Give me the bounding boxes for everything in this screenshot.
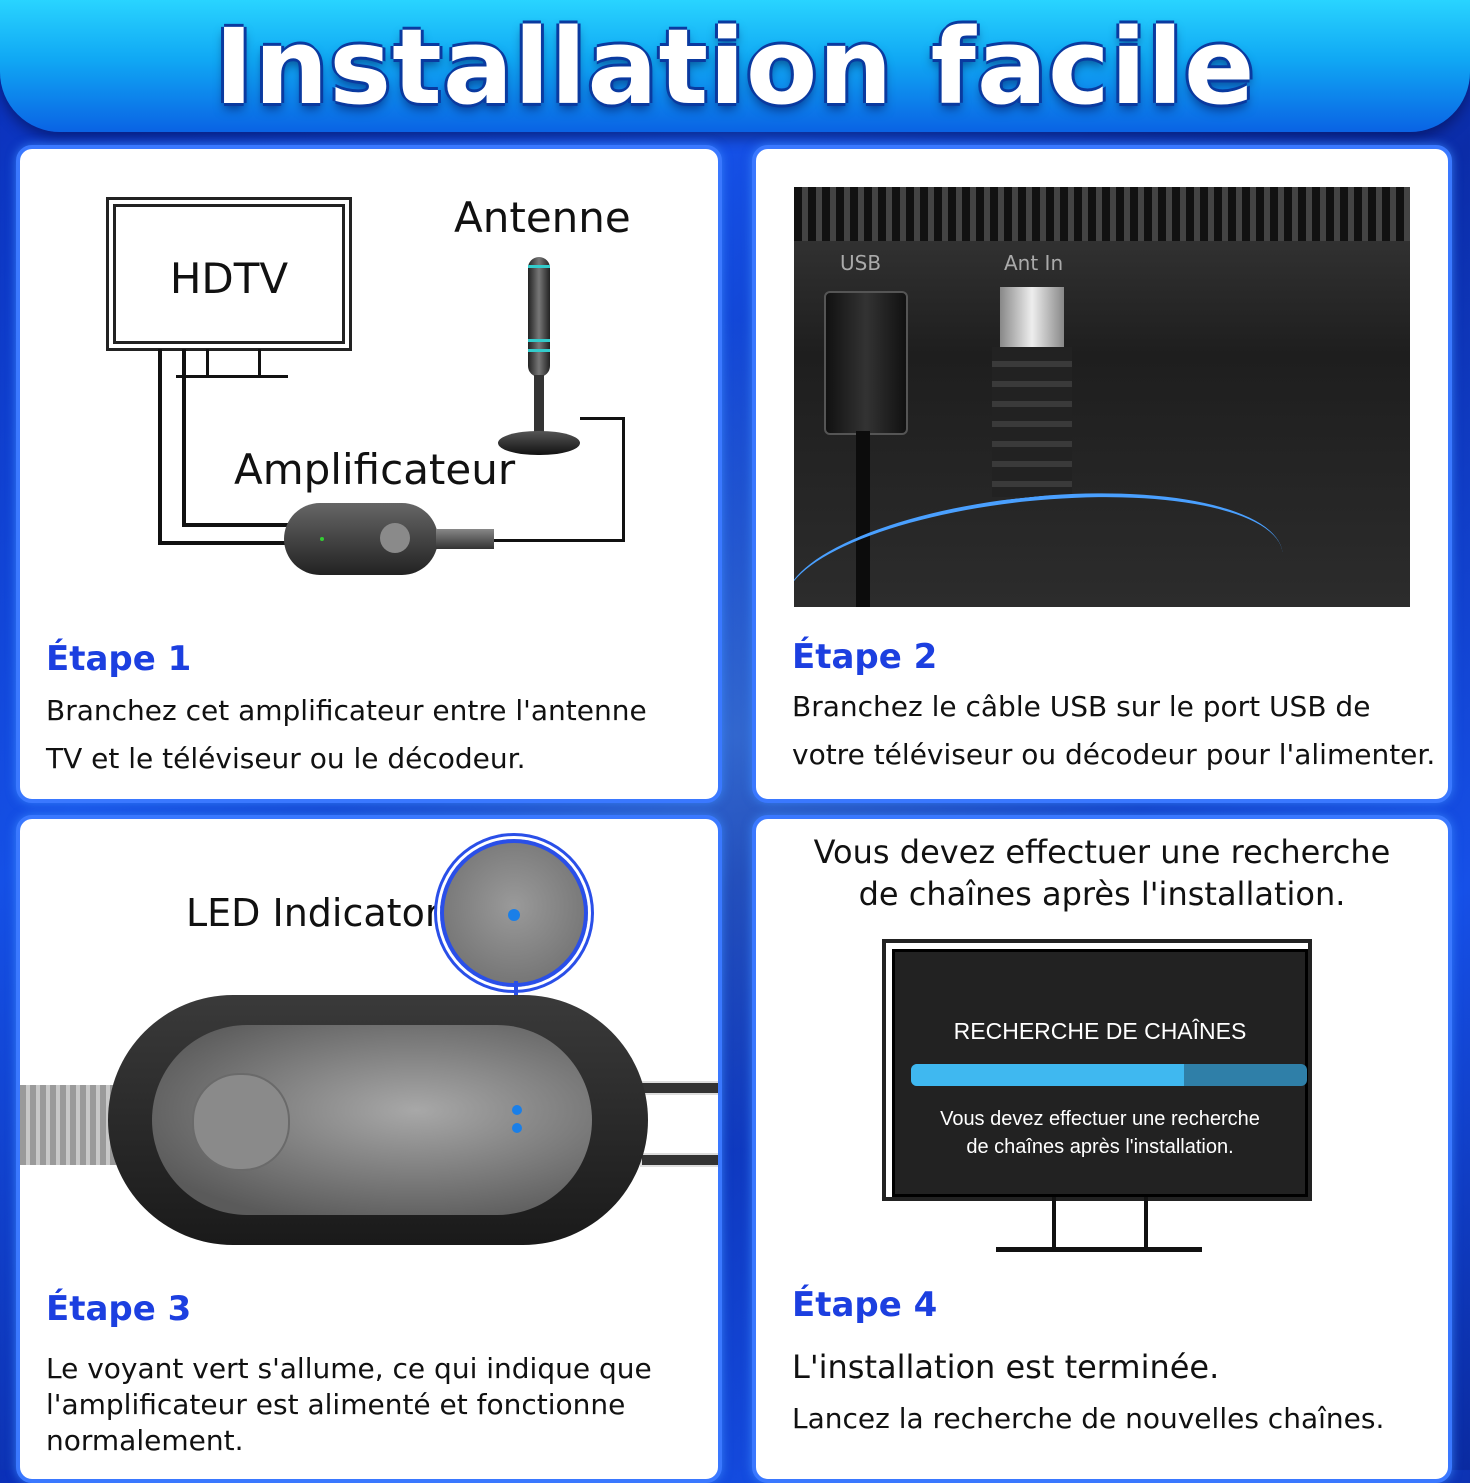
step4-text-line2: Lancez la recherche de nouvelles chaînes… bbox=[792, 1402, 1385, 1435]
step4-heading: Étape 4 bbox=[792, 1285, 938, 1325]
channel-search-dialog: RECHERCHE DE CHAÎNES Vous devez effectue… bbox=[892, 949, 1308, 1197]
step1-text-line1: Branchez cet amplificateur entre l'anten… bbox=[46, 694, 647, 727]
amplifier-label: Amplificateur bbox=[234, 445, 516, 494]
antenna-base bbox=[498, 431, 580, 455]
step4-text-line1: L'installation est terminée. bbox=[792, 1348, 1220, 1386]
antin-port-label: Ant In bbox=[1004, 251, 1064, 275]
usb-cable bbox=[856, 431, 870, 607]
tv-stand-base bbox=[996, 1247, 1202, 1252]
search-title: RECHERCHE DE CHAÎNES bbox=[953, 1018, 1247, 1044]
usb-port-label: USB bbox=[840, 251, 882, 275]
cable-line bbox=[182, 523, 288, 527]
cable-line bbox=[640, 1081, 718, 1095]
connector-icon bbox=[436, 529, 494, 549]
step1-panel: HDTV Antenne Amplificateur Étape 1 Branc… bbox=[16, 145, 722, 803]
step1-heading: Étape 1 bbox=[46, 639, 192, 679]
step4-note-line1: Vous devez effectuer une recherche bbox=[813, 833, 1391, 871]
led-indicator-label: LED Indicator bbox=[186, 891, 441, 935]
tv-stand-right bbox=[258, 349, 261, 375]
vent-grille bbox=[794, 187, 1410, 241]
antenna-label: Antenne bbox=[454, 193, 631, 242]
coax-plug-tip bbox=[1000, 287, 1064, 353]
cable-line bbox=[182, 349, 186, 527]
step3-text-line3: normalement. bbox=[46, 1424, 244, 1457]
tv-back-photo: USB Ant In bbox=[794, 187, 1410, 607]
tv-label: HDTV bbox=[169, 254, 289, 303]
step3-panel: LED Indicator Étape 3 Le voyant vert s'a… bbox=[16, 815, 722, 1483]
step1-text-line2: TV et le téléviseur ou le décodeur. bbox=[46, 742, 526, 775]
search-msg-line2: de chaînes après l'installation. bbox=[966, 1136, 1234, 1158]
antenna-icon bbox=[528, 257, 550, 377]
tv-stand-left bbox=[1052, 1197, 1056, 1249]
tv-screen: RECHERCHE DE CHAÎNES Vous devez effectue… bbox=[882, 939, 1312, 1201]
tv-outline-icon: HDTV bbox=[106, 197, 352, 351]
led-zoom-circle bbox=[440, 839, 588, 987]
antenna-pole bbox=[534, 375, 544, 435]
step3-text-line1: Le voyant vert s'allume, ce qui indique … bbox=[46, 1352, 652, 1385]
title-banner: Installation facile bbox=[0, 0, 1470, 132]
amplifier-button-icon bbox=[192, 1073, 290, 1171]
cable-line bbox=[158, 541, 288, 545]
step3-heading: Étape 3 bbox=[46, 1289, 192, 1329]
step3-text-line2: l'amplificateur est alimenté et fonction… bbox=[46, 1388, 626, 1421]
tv-stand-left bbox=[206, 349, 209, 375]
led-dot-icon bbox=[512, 1105, 522, 1115]
cable-line bbox=[622, 417, 625, 541]
step2-text-line2: votre téléviseur ou décodeur pour l'alim… bbox=[792, 738, 1436, 771]
step2-text-line1: Branchez le câble USB sur le port USB de bbox=[792, 690, 1371, 723]
tv-stand-base bbox=[176, 375, 288, 378]
step4-panel: Vous devez effectuer une recherche de ch… bbox=[752, 815, 1452, 1483]
page-title: Installation facile bbox=[214, 6, 1256, 128]
usb-plug-icon bbox=[824, 291, 908, 435]
step4-note-line2: de chaînes après l'installation. bbox=[858, 875, 1346, 913]
amplifier-body bbox=[108, 995, 648, 1245]
cable-line bbox=[640, 1153, 718, 1167]
led-dot-icon bbox=[508, 909, 520, 921]
search-progress-bar bbox=[911, 1064, 1307, 1086]
tv-stand-right bbox=[1144, 1197, 1148, 1249]
amplifier-face bbox=[152, 1025, 592, 1215]
step2-panel: USB Ant In Étape 2 Branchez le câble USB… bbox=[752, 145, 1452, 803]
coax-plug-icon bbox=[992, 347, 1072, 497]
search-progress-fill bbox=[911, 1064, 1185, 1086]
step2-heading: Étape 2 bbox=[792, 637, 938, 677]
search-msg-line1: Vous devez effectuer une recherche bbox=[940, 1108, 1260, 1130]
cable-line bbox=[580, 417, 624, 420]
cable-line bbox=[158, 349, 162, 545]
amplifier-icon bbox=[284, 503, 438, 575]
cable-line bbox=[490, 539, 625, 542]
led-dot-icon bbox=[512, 1123, 522, 1133]
